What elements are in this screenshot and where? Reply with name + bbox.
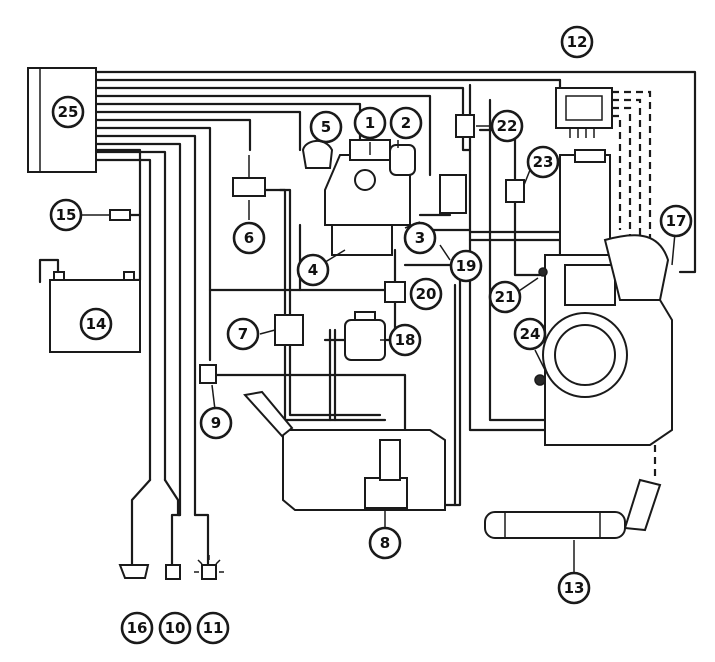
callout-18: 18 — [388, 323, 422, 357]
svg-text:18: 18 — [395, 331, 416, 349]
callout-3: 3 — [403, 221, 437, 255]
callout-7: 7 — [226, 317, 260, 351]
lamp-11 — [194, 555, 224, 580]
throttle-body — [324, 139, 416, 256]
sensor-23 — [505, 179, 525, 203]
callout-6: 6 — [232, 221, 266, 255]
svg-text:9: 9 — [211, 414, 221, 432]
svg-text:1: 1 — [365, 114, 375, 132]
callout-2: 2 — [389, 106, 423, 140]
svg-text:13: 13 — [564, 579, 585, 597]
svg-text:23: 23 — [533, 153, 554, 171]
expansion-tank — [344, 311, 386, 361]
callout-4: 4 — [296, 253, 330, 287]
svg-text:25: 25 — [58, 103, 79, 121]
callout-9: 9 — [199, 406, 233, 440]
svg-text:11: 11 — [203, 619, 224, 637]
svg-text:15: 15 — [56, 206, 77, 224]
svg-text:21: 21 — [495, 288, 516, 306]
svg-text:20: 20 — [416, 285, 437, 303]
wiring-harness — [93, 70, 697, 567]
svg-text:12: 12 — [567, 33, 588, 51]
callout-23: 23 — [526, 145, 560, 179]
svg-text:4: 4 — [308, 261, 318, 279]
svg-text:3: 3 — [415, 229, 425, 247]
engine-block — [534, 149, 673, 446]
svg-text:7: 7 — [238, 325, 248, 343]
svg-text:22: 22 — [497, 117, 518, 135]
ignition-module — [555, 87, 652, 245]
callout-10: 10 — [158, 611, 192, 645]
relay-22 — [455, 114, 475, 138]
svg-text:5: 5 — [321, 118, 331, 136]
callout-5: 5 — [309, 110, 343, 144]
callouts: 1 2 3 4 5 6 7 8 9 10 11 12 13 14 15 16 1… — [49, 25, 693, 645]
fuel-tank — [243, 390, 446, 511]
callout-13: 13 — [557, 571, 591, 605]
callout-1: 1 — [353, 106, 387, 140]
callout-14: 14 — [79, 307, 113, 341]
svg-text:6: 6 — [244, 229, 254, 247]
callout-16: 16 — [120, 611, 154, 645]
callout-17: 17 — [659, 204, 693, 238]
sensor-9 — [199, 364, 217, 384]
injector-3 — [439, 174, 467, 214]
exhaust-pipe — [484, 445, 662, 539]
callout-15: 15 — [49, 198, 83, 232]
callout-25: 25 — [51, 95, 85, 129]
callout-12: 12 — [560, 25, 594, 59]
svg-text:17: 17 — [666, 212, 687, 230]
svg-text:10: 10 — [165, 619, 186, 637]
svg-text:14: 14 — [86, 315, 107, 333]
svg-text:16: 16 — [127, 619, 148, 637]
svg-text:19: 19 — [456, 257, 477, 275]
callout-22: 22 — [490, 109, 524, 143]
pressure-switch — [232, 155, 266, 197]
callout-24: 24 — [513, 317, 547, 351]
sensor-10 — [165, 564, 181, 580]
callout-20: 20 — [409, 277, 443, 311]
svg-text:24: 24 — [520, 325, 541, 343]
switch-16 — [118, 564, 150, 579]
valve-20 — [384, 281, 406, 303]
air-flow-meter — [301, 140, 334, 169]
svg-text:8: 8 — [380, 534, 390, 552]
fuse — [109, 209, 131, 221]
callout-19: 19 — [449, 249, 483, 283]
svg-text:2: 2 — [401, 114, 411, 132]
fuel-filter — [274, 314, 304, 346]
callout-8: 8 — [368, 526, 402, 560]
callout-11: 11 — [196, 611, 230, 645]
callout-21: 21 — [488, 280, 522, 314]
